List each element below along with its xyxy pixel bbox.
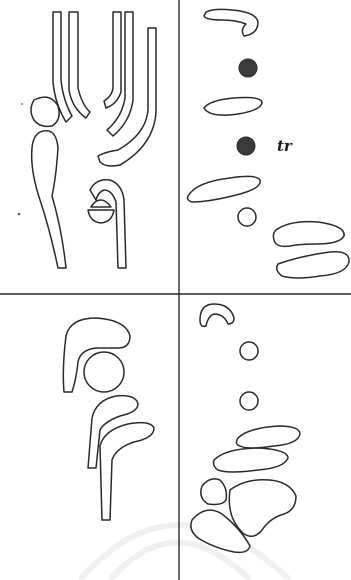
semicircle-top: [91, 200, 111, 207]
rounded-piece: [31, 97, 59, 126]
irregular-piece-2: [229, 480, 296, 537]
small-circle-2: [240, 392, 258, 410]
speck: [21, 103, 23, 105]
small-circle: [238, 208, 256, 226]
small-circle-1: [240, 342, 258, 360]
panel-top-right: tr: [188, 9, 350, 278]
filled-marker-lower: [237, 137, 255, 155]
lozenge-long: [188, 176, 261, 202]
long-bone: [32, 131, 66, 268]
panel-bottom-right: [191, 304, 300, 552]
label-tr: tr: [277, 137, 293, 155]
semicircle: [88, 210, 114, 223]
curved-segment-2: [100, 423, 154, 520]
filled-marker-upper: [239, 59, 257, 77]
irregular-piece-1: [201, 479, 227, 505]
speck: [18, 213, 21, 216]
strip-right-1: [104, 12, 121, 108]
lozenge-upper: [204, 98, 262, 116]
lozenge-1: [236, 426, 300, 448]
round-bone: [84, 352, 124, 392]
lozenge-2: [214, 448, 289, 472]
curl-shape: [200, 304, 234, 326]
strip-left-2: [69, 12, 90, 118]
panel-bottom-left: [63, 318, 154, 520]
bone-piece-upper: [273, 222, 344, 247]
panel-top-left: [18, 12, 156, 268]
small-hook: [90, 180, 126, 268]
bone-piece-lower: [277, 252, 349, 278]
comma-shape: [204, 9, 258, 36]
